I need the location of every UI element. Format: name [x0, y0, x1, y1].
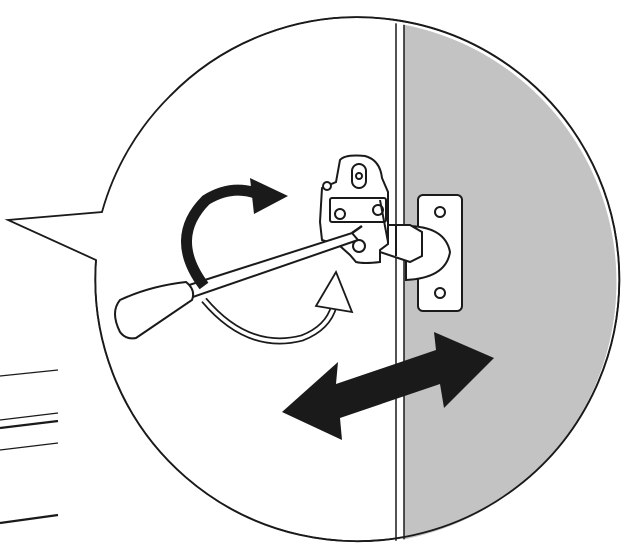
screwdriver [114, 224, 363, 340]
shelf-lines [0, 369, 59, 525]
hinge-cup [405, 194, 463, 312]
adjustment-direction-arrow [282, 332, 494, 440]
rotate-counterclockwise-arrow [201, 269, 354, 345]
rotate-clockwise-arrow [181, 178, 288, 290]
hinge-mounting-plate [318, 154, 389, 264]
